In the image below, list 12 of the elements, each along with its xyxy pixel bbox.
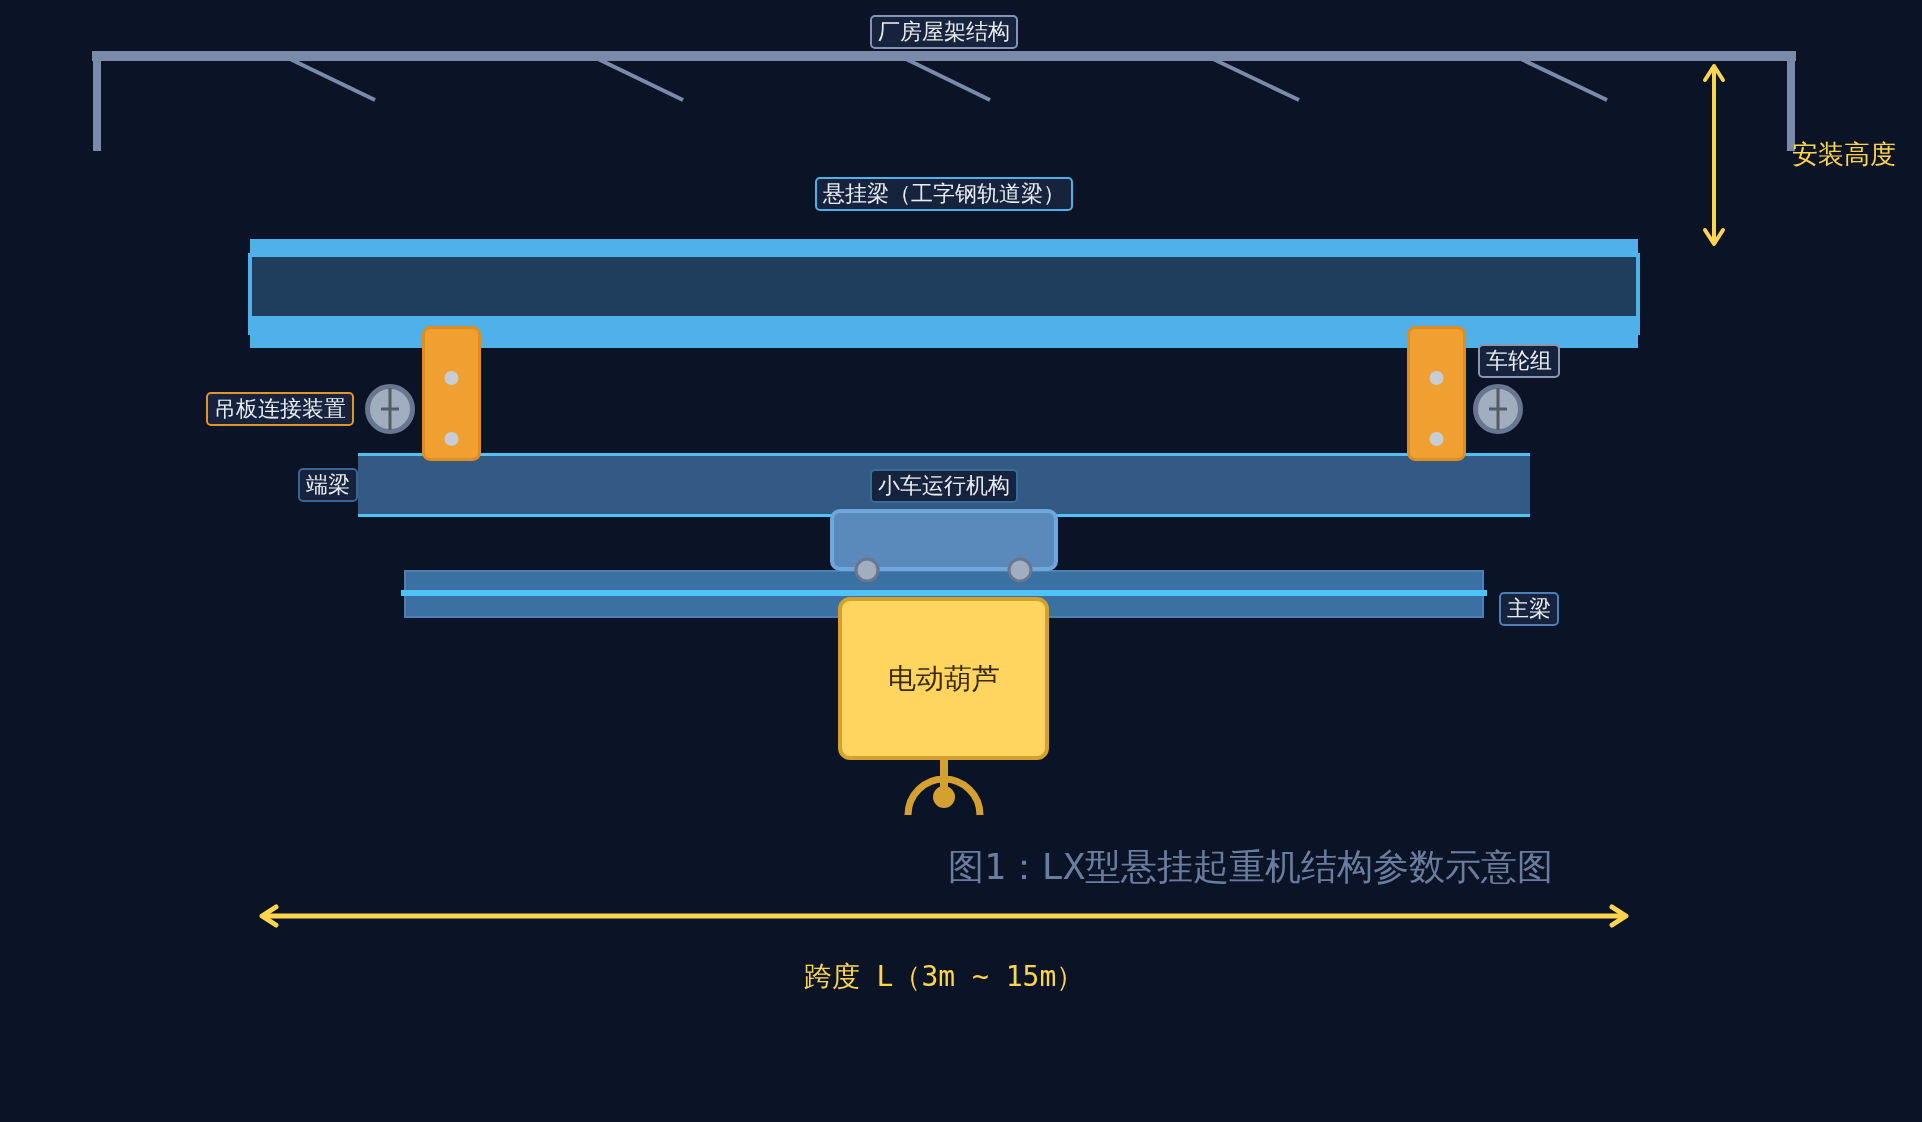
- part-label: 主梁: [1499, 592, 1559, 626]
- part-label: 车轮组: [1478, 344, 1560, 378]
- part-label: 小车运行机构: [870, 469, 1018, 503]
- part-label: 厂房屋架结构: [870, 15, 1018, 49]
- figure-caption: 图1：LX型悬挂起重机结构参数示意图: [948, 846, 1554, 888]
- hoist-box: [838, 597, 1049, 760]
- node-label: 电动葫芦: [887, 661, 1000, 696]
- dimension-label: 安装高度: [1792, 138, 1896, 170]
- part-label: 端梁: [298, 468, 358, 502]
- part-label: 悬挂梁（工字钢轨道梁）: [815, 177, 1073, 211]
- dimension-label: 跨度 L（3m ~ 15m）: [803, 960, 1085, 994]
- part-label: 吊板连接装置: [206, 392, 354, 426]
